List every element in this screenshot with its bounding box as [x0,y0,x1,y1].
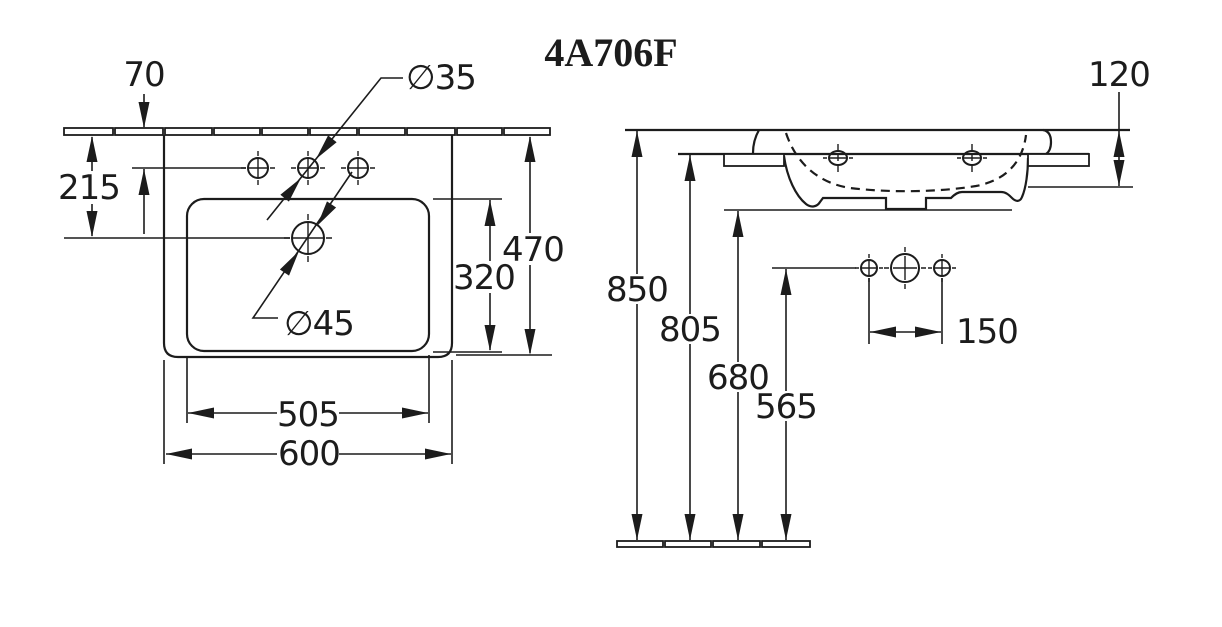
deck-hole-left [823,144,853,172]
supply-hole-left [855,254,883,282]
dim-150: 150 [868,278,1019,352]
faucet-hole-left [241,151,275,185]
dim-565-label: 565 [755,387,817,427]
dim-565: 565 [755,269,818,540]
dim-dia45: ∅45 [251,171,355,344]
rim-left-edge [751,129,760,154]
dim-600: 600 [163,360,453,474]
rim-right-edge [1042,128,1053,155]
dim-470-label: 470 [502,230,564,270]
dim-805-label: 805 [659,310,721,350]
bowl-hidden-contour [784,132,1028,193]
faucet-hole-right [341,151,375,185]
dim-850-label: 850 [606,270,668,310]
supply-hole-right [928,254,956,282]
dim-680-label: 680 [707,358,769,398]
inner-bowl-outline [185,197,431,353]
dim-dia35-label: ∅35 [406,58,476,98]
dim-dia35: ∅35 [266,58,477,221]
dim-70-label: 70 [123,55,164,95]
dim-dia45-label: ∅45 [284,304,354,344]
basin-outline [162,135,454,359]
dim-505: 505 [186,355,430,435]
dim-680: 680 [707,211,770,540]
floor-strip [616,540,811,548]
mounting-bracket-right [1027,153,1090,167]
wall-strip [63,127,551,136]
front-view: 70 215 ∅35 ∅45 [58,55,565,474]
dim-505-label: 505 [277,395,339,435]
dim-320-label: 320 [453,258,515,298]
dim-150-label: 150 [956,312,1018,352]
dim-805: 805 [659,155,722,540]
dim-70: 70 [123,55,166,234]
deck-hole-right [957,144,987,172]
drawing-title: 4A706F [544,30,677,75]
dim-320: 320 [433,198,516,353]
dim-120: 120 [1088,55,1151,186]
dim-215: 215 [58,136,121,237]
dim-850: 850 [606,131,669,540]
dim-120-label: 120 [1088,55,1150,95]
dim-470: 470 [456,136,565,356]
supply-hole-center [884,247,926,289]
dim-215-label: 215 [58,168,120,208]
mounting-bracket-left [723,153,785,167]
side-view: 120 850 805 680 [606,55,1151,548]
bowl-profile [782,155,1030,211]
dim-600-label: 600 [278,434,340,474]
